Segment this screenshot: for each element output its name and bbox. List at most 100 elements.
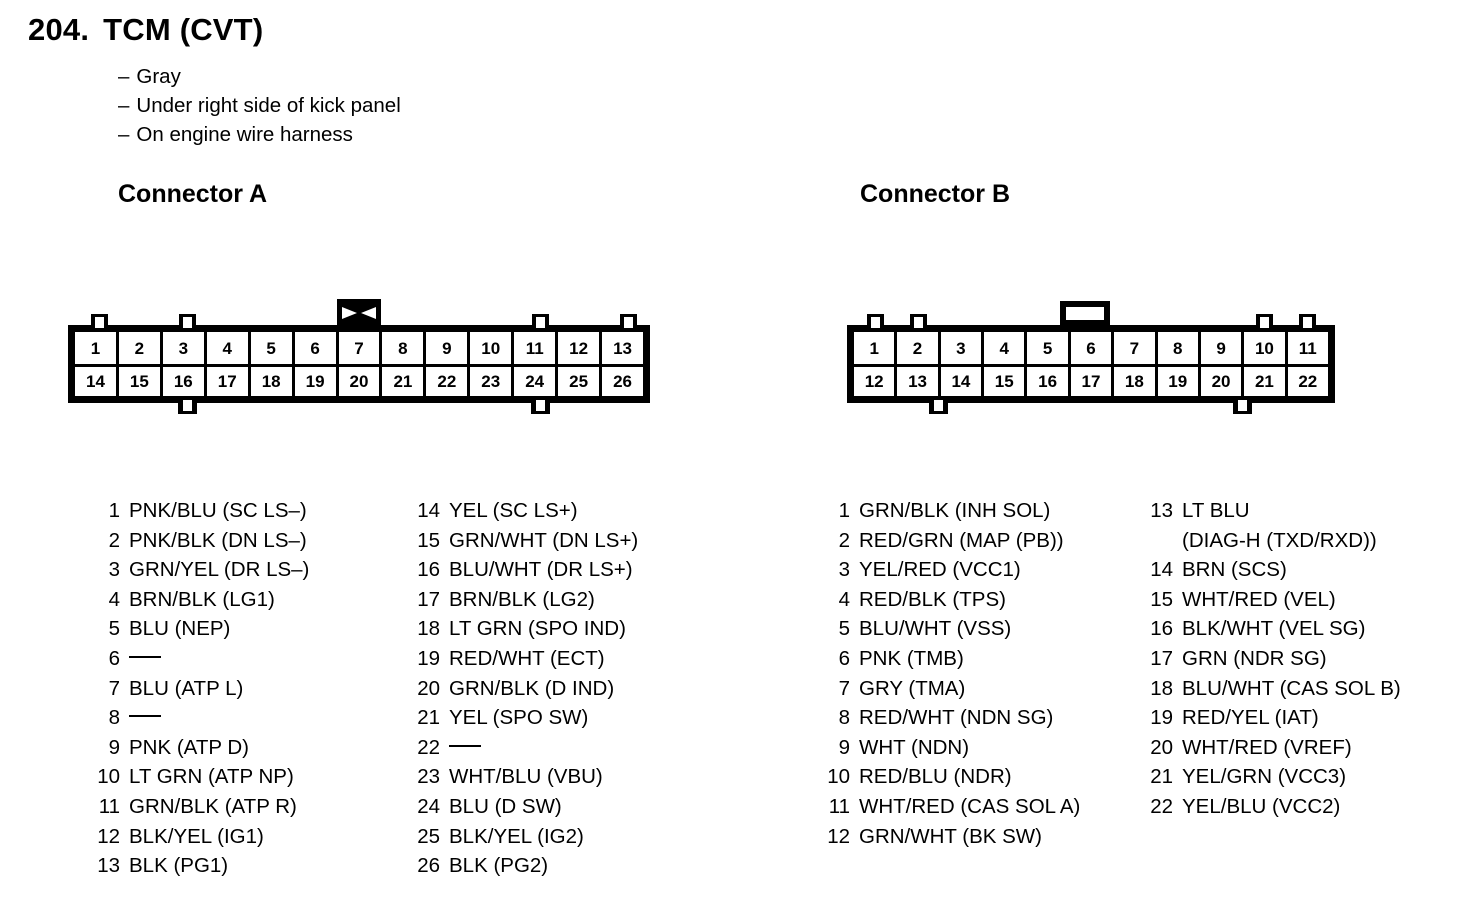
pin-cell[interactable]: 13 [602,332,643,365]
pin-description: WHT/RED (CAS SOL A) [859,794,1081,818]
pin-cell[interactable]: 21 [1244,367,1285,396]
pin-description: BLU/WHT (CAS SOL B) [1182,676,1401,700]
pin-description: WHT/RED (VREF) [1182,735,1352,759]
page-title-text: TCM (CVT) [103,12,264,47]
pin-cell[interactable]: 24 [514,367,556,396]
pin-number: 2 [108,528,120,552]
connector-b-heading: Connector B [860,180,1010,208]
pin-cell[interactable]: 17 [1070,367,1112,396]
pin-cell[interactable]: 12 [854,367,895,396]
pin-description: PNK (TMB) [859,646,964,670]
pin-cell[interactable]: 7 [1114,332,1155,365]
pin-description: BLK/YEL (IG2) [449,824,584,848]
pin-description: BLU (ATP L) [129,676,244,700]
pin-description: LT GRN (SPO IND) [449,617,626,641]
page-title: 204.TCM (CVT) [28,12,263,48]
pin-description: PNK (ATP D) [129,735,249,759]
connector-a-top-tab-pin3 [179,314,196,328]
pin-cell[interactable]: 16 [1027,367,1068,396]
pin-description: GRN/YEL (DR LS–) [129,558,310,582]
pin-cell[interactable]: 11 [514,332,556,365]
pin-cell[interactable]: 7 [338,332,380,365]
pin-number: 16 [1150,617,1173,641]
pin-cell[interactable]: 6 [1070,332,1112,365]
pin-cell[interactable]: 8 [382,332,424,365]
dash-icon: – [118,123,130,146]
pin-cell[interactable]: 18 [1114,367,1155,396]
pin-cell[interactable]: 12 [558,332,600,365]
pin-description: PNK/BLU (SC LS–) [129,499,307,522]
pin-cell[interactable]: 26 [602,367,643,396]
pin-cell[interactable]: 1 [854,332,895,365]
pin-cell[interactable]: 3 [940,332,982,365]
pin-cell[interactable]: 3 [162,332,204,365]
pin-cell[interactable]: 23 [470,367,512,396]
pin-number: 10 [827,765,850,789]
pin-cell[interactable]: 11 [1287,332,1328,365]
pin-cell[interactable]: 16 [162,367,204,396]
pin-cell[interactable]: 22 [426,367,468,396]
pin-cell[interactable]: 8 [1157,332,1198,365]
pin-description: RED/GRN (MAP (PB)) [859,528,1064,552]
pin-cell[interactable]: 9 [426,332,468,365]
pin-cell[interactable]: 6 [294,332,336,365]
pinout-entry: 17 GRN (NDR SG) [1145,644,1401,674]
pin-description: GRN/BLK (INH SOL) [859,499,1051,522]
pin-cell[interactable]: 1 [75,332,116,365]
pin-cell[interactable]: 5 [1027,332,1068,365]
pin-cell[interactable]: 4 [984,332,1025,365]
pin-number: 18 [417,617,440,641]
pin-number: 16 [417,558,440,582]
pin-description: GRN (NDR SG) [1182,646,1327,670]
pin-number: 17 [1150,646,1173,670]
pin-cell[interactable]: 15 [118,367,160,396]
pin-cell[interactable]: 19 [294,367,336,396]
pin-cell[interactable]: 25 [558,367,600,396]
connector-b-bottom-tab-pin20 [1233,400,1252,414]
pin-number: 22 [417,735,440,759]
pin-cell[interactable]: 20 [338,367,380,396]
pin-description: GRN/BLK (ATP R) [129,794,297,818]
pin-cell[interactable]: 13 [897,367,938,396]
pin-number: 12 [827,824,850,848]
pin-cell[interactable]: 2 [897,332,938,365]
pin-number: 4 [108,587,120,611]
pin-cell[interactable]: 15 [984,367,1025,396]
pin-cell[interactable]: 2 [118,332,160,365]
pin-cell[interactable]: 9 [1200,332,1242,365]
pin-description [129,644,309,674]
pin-cell[interactable]: 14 [75,367,116,396]
connector-a-heading: Connector A [118,180,268,208]
pin-cell[interactable]: 21 [382,367,424,396]
pin-description: LT GRN (ATP NP) [129,765,294,789]
pin-cell[interactable]: 14 [940,367,982,396]
pin-cell[interactable]: 19 [1157,367,1198,396]
pin-cell[interactable]: 5 [250,332,292,365]
pin-number: 18 [1150,676,1173,700]
pin-cell[interactable]: 22 [1287,367,1328,396]
pin-cell[interactable]: 20 [1200,367,1242,396]
pinout-entry: 22 [412,733,638,763]
connector-a-bottom-row: 14 15 16 17 18 19 20 21 22 23 24 25 26 [75,367,643,396]
pinout-entry: 18 BLU/WHT (CAS SOL B) [1145,674,1401,704]
pin-cell[interactable]: 18 [250,367,292,396]
pin-description: RED/WHT (ECT) [449,646,605,670]
pin-cell[interactable]: 4 [206,332,248,365]
pin-description: BRN/BLK (LG2) [449,587,595,611]
pinout-entry: 6 [92,644,309,674]
pin-cell[interactable]: 17 [206,367,248,396]
pin-cell[interactable]: 10 [1244,332,1285,365]
pin-description: BLK/YEL (IG1) [129,824,264,848]
pin-cell[interactable]: 10 [470,332,512,365]
